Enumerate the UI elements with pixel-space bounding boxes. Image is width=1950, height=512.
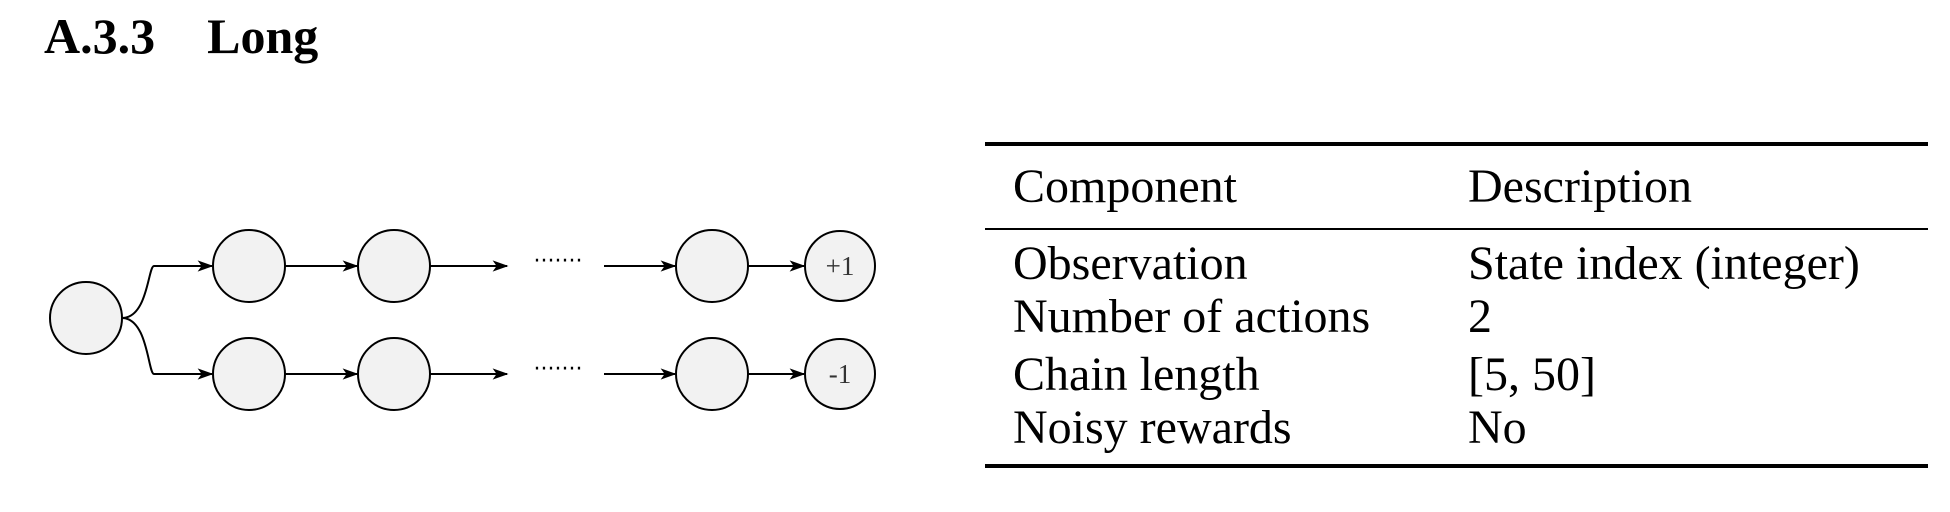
row-description: 2 — [1468, 290, 1492, 343]
lower-chain-state-2 — [357, 337, 431, 411]
section-number: A.3.3 — [44, 8, 156, 64]
branch-arrow-upper — [121, 260, 214, 319]
upper-terminal-reward: +1 — [826, 251, 855, 281]
table-row: Chain length [5, 50] — [985, 346, 1928, 404]
branch-arrow-lower — [121, 317, 214, 380]
row-component: Chain length — [1013, 348, 1260, 401]
upper-terminal-node — [804, 230, 876, 302]
lower-chain-state-last — [675, 337, 749, 411]
environment-spec-table: Component Description Observation State … — [985, 142, 1928, 468]
row-description: State index (integer) — [1468, 237, 1860, 290]
upper-ellipsis: ······· — [534, 249, 583, 274]
row-component: Noisy rewards — [1013, 401, 1292, 454]
chain-environment-diagram: ······· +1 ······· -1 — [49, 229, 876, 411]
upper-chain-state-1 — [212, 229, 286, 303]
section-heading: A.3.3 Long — [44, 6, 318, 66]
header-component: Component — [1013, 160, 1237, 213]
upper-chain-state-2 — [357, 229, 431, 303]
lower-terminal-node — [804, 338, 876, 410]
table-row: Noisy rewards No — [985, 404, 1928, 466]
row-component: Observation — [1013, 237, 1248, 290]
row-component: Number of actions — [1013, 290, 1371, 343]
start-state-node — [49, 281, 123, 355]
lower-ellipsis: ······· — [534, 357, 583, 382]
table-header-row: Component Description — [985, 144, 1928, 229]
upper-chain-state-last — [675, 229, 749, 303]
table-row: Observation State index (integer) — [985, 229, 1928, 288]
lower-chain-state-1 — [212, 337, 286, 411]
row-description: [5, 50] — [1468, 348, 1596, 401]
section-title: Long — [207, 8, 319, 64]
row-description: No — [1468, 401, 1527, 454]
lower-terminal-reward: -1 — [829, 359, 852, 389]
header-description: Description — [1468, 160, 1692, 213]
table-row: Number of actions 2 — [985, 288, 1928, 346]
